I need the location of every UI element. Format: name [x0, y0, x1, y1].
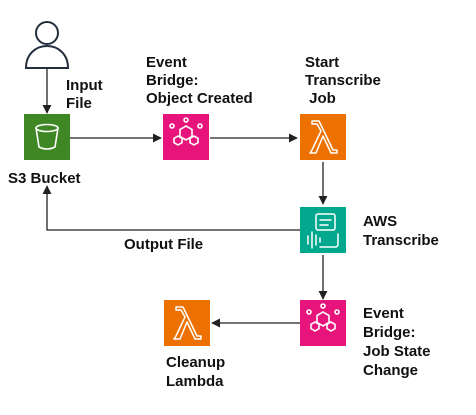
- input-file-label: Input File: [66, 77, 107, 112]
- eventbridge-object-created-label: Event Bridge: Object Created: [146, 54, 253, 107]
- edge-transcribe-to-s3: [42, 185, 300, 231]
- connectors: [42, 68, 328, 328]
- output-file-label: Output File: [124, 236, 203, 253]
- aws-transcribe-label: AWS Transcribe: [363, 213, 439, 249]
- eventbridge-icon: [300, 300, 346, 346]
- s3-bucket-icon: [24, 114, 70, 160]
- eventbridge-icon: [163, 114, 209, 160]
- start-transcribe-job-label: Start Transcribe Job: [305, 54, 385, 107]
- eventbridge-job-state-change-label: Event Bridge: Job State Change: [363, 305, 435, 379]
- lambda-icon: [164, 300, 210, 346]
- cleanup-lambda-label: Cleanup Lambda: [166, 354, 229, 390]
- lambda-icon: [300, 114, 346, 160]
- user-icon: [24, 21, 70, 69]
- s3-bucket-label: S3 Bucket: [8, 170, 81, 187]
- transcribe-icon: [300, 207, 346, 253]
